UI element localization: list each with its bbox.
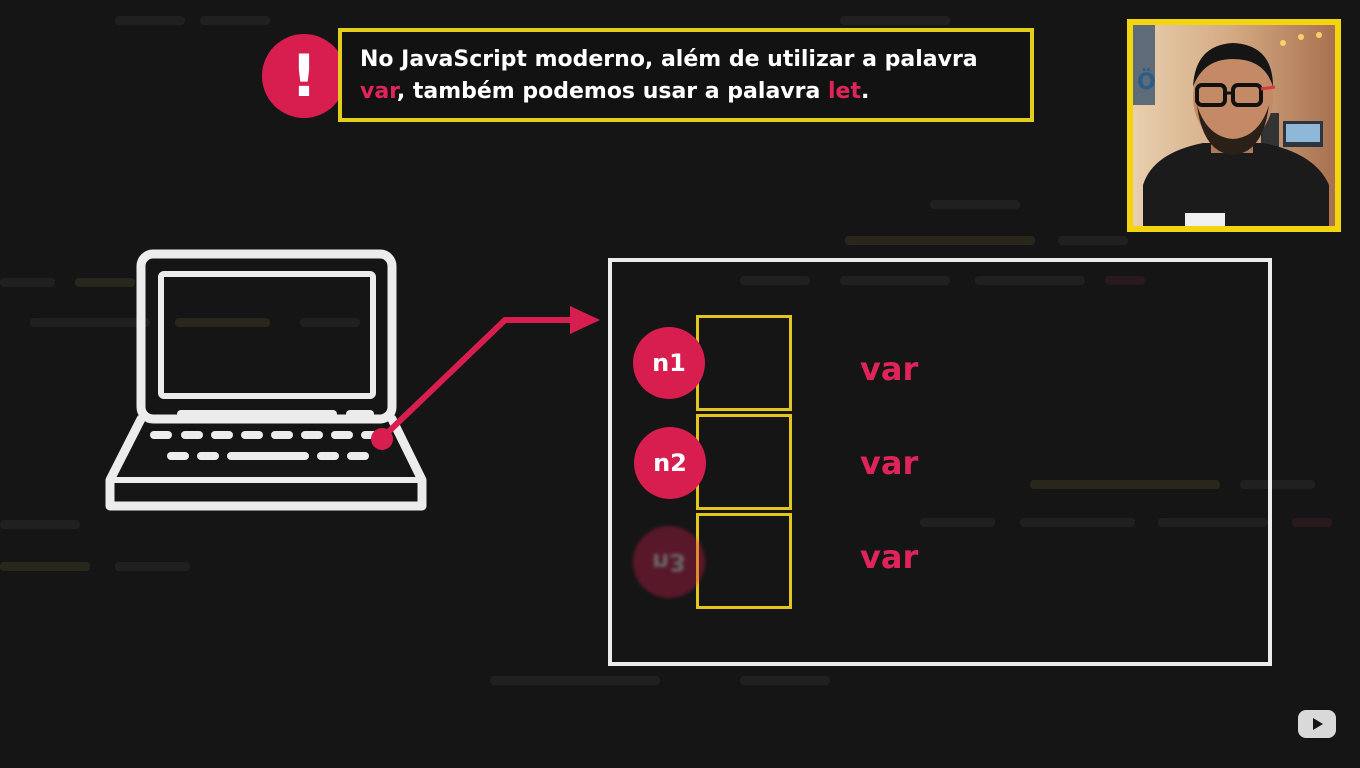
- svg-text:Ö: Ö: [1137, 69, 1156, 95]
- callout-end: .: [860, 79, 870, 104]
- arrow-right-icon: [371, 306, 600, 450]
- keyboard-keys: [150, 410, 383, 460]
- laptop-icon: [105, 249, 427, 511]
- memory-slot-n1: [696, 315, 792, 411]
- presenter-image: Ö: [1133, 25, 1335, 226]
- callout-middle: , também podemos usar a palavra: [396, 79, 828, 104]
- exclamation-icon: !: [290, 42, 318, 110]
- youtube-play-icon[interactable]: [1298, 710, 1336, 738]
- variable-label-n1: n1: [633, 327, 705, 399]
- callout-line1: No JavaScript moderno, além de utilizar …: [360, 47, 978, 72]
- play-triangle-icon: [1313, 718, 1323, 730]
- var-keyword-3: var: [860, 538, 919, 576]
- laptop-diagram: [105, 249, 600, 511]
- keyword-var: var: [360, 79, 397, 104]
- memory-slot-n2: [696, 414, 792, 510]
- variable-label-n3: n3: [633, 526, 705, 598]
- variable-label-n2: n2: [634, 427, 706, 499]
- presenter-webcam: Ö: [1127, 19, 1341, 232]
- var-keyword-2: var: [860, 444, 919, 482]
- memory-panel: [608, 258, 1272, 666]
- callout-box: No JavaScript moderno, além de utilizar …: [338, 28, 1034, 122]
- var-keyword-1: var: [860, 350, 919, 388]
- keyword-let: let: [827, 79, 861, 104]
- memory-slot-n3: [696, 513, 792, 609]
- warning-badge: !: [262, 34, 346, 118]
